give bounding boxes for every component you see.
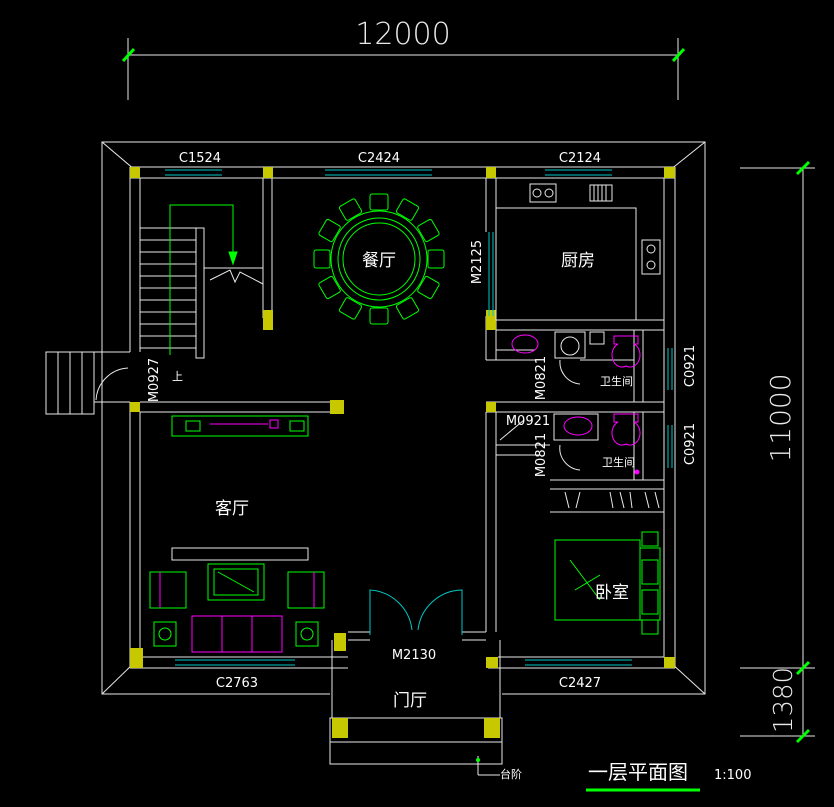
dimension-overall-width: 12000 xyxy=(355,17,450,52)
room-dining: 餐厅 xyxy=(362,251,396,271)
stair-direction-arrow xyxy=(169,204,238,355)
dining-chair xyxy=(417,275,440,300)
room-bedroom: 卧室 xyxy=(595,583,629,603)
label-c0921-bottom: C0921 xyxy=(683,423,698,465)
tv-cabinet xyxy=(171,415,309,437)
bathroom-extra xyxy=(499,331,605,471)
dining-chair xyxy=(395,198,420,221)
dining-chair xyxy=(427,249,445,269)
label-m0921: M0921 xyxy=(506,414,550,429)
dining-chair xyxy=(417,218,440,243)
exterior-walls xyxy=(129,166,676,669)
roof-outline xyxy=(101,141,706,695)
kitchen-door xyxy=(488,232,494,316)
label-m0821-bottom: M0821 xyxy=(534,433,549,477)
dining-chair xyxy=(318,218,341,243)
label-c2763: C2763 xyxy=(216,676,258,691)
room-foyer: 门厅 xyxy=(393,691,427,711)
label-c0921-top: C0921 xyxy=(683,345,698,387)
stair-up-label: 上 xyxy=(172,370,183,383)
drawing-scale: 1:100 xyxy=(714,768,751,783)
room-bath-top: 卫生间 xyxy=(600,374,633,388)
room-bath-bottom: 卫生间 xyxy=(602,455,635,469)
steps-leader xyxy=(476,756,500,776)
label-c2424: C2424 xyxy=(358,151,400,166)
kitchen-fixtures xyxy=(495,183,661,321)
sofa-set xyxy=(149,547,325,653)
right-dimension: 11000 1380 xyxy=(740,160,815,744)
dining-chair xyxy=(369,307,389,325)
dimension-porch-depth: 1380 xyxy=(769,667,799,733)
dining-chair xyxy=(313,249,331,269)
dining-chair xyxy=(338,198,363,221)
dining-table xyxy=(313,193,445,325)
bathroom-fixtures xyxy=(511,334,641,475)
room-kitchen: 厨房 xyxy=(561,251,595,271)
dimension-overall-depth: 11000 xyxy=(764,373,797,462)
windows xyxy=(165,169,673,666)
dining-chair xyxy=(318,275,341,300)
label-m0821-top: M0821 xyxy=(534,356,549,400)
bed xyxy=(554,531,661,635)
room-living: 客厅 xyxy=(215,499,249,519)
dining-chair xyxy=(395,297,420,320)
label-c2124: C2124 xyxy=(559,151,601,166)
dining-chair xyxy=(338,297,363,320)
main-entry-door xyxy=(369,589,463,635)
label-c1524: C1524 xyxy=(179,151,221,166)
dining-chair xyxy=(369,193,389,211)
drawing-title: 一层平面图 xyxy=(588,760,688,784)
columns xyxy=(130,167,675,738)
wardrobe xyxy=(564,491,660,509)
label-m2125: M2125 xyxy=(470,240,485,284)
label-m2130: M2130 xyxy=(392,648,436,663)
steps-label: 台阶 xyxy=(500,767,522,781)
top-dimension: 12000 xyxy=(121,17,686,100)
interior-walls xyxy=(94,178,664,765)
label-m0927: M0927 xyxy=(147,358,162,402)
label-c2427: C2427 xyxy=(559,676,601,691)
staircase xyxy=(45,227,264,415)
